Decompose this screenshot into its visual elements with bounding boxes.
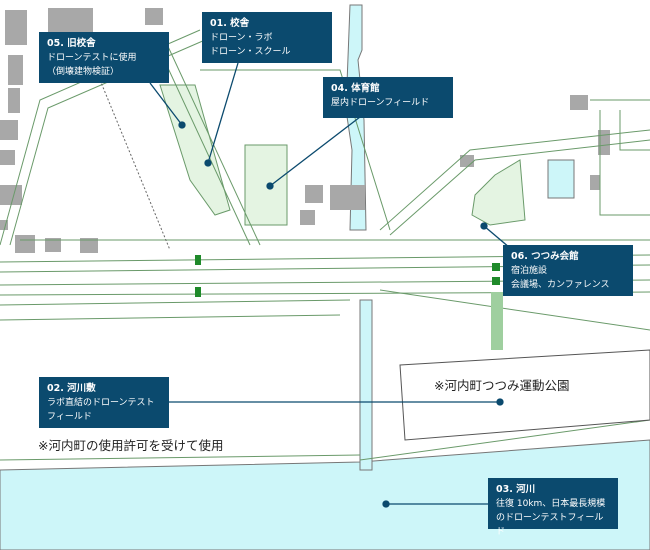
callout-line: ラボ直結のドローンテスト	[47, 398, 155, 408]
callout-gymnasium: 04. 体育館 屋内ドローンフィールド	[323, 77, 453, 118]
gymnasium-building	[244, 144, 288, 226]
park-boundary	[399, 349, 650, 441]
pond	[547, 159, 575, 199]
callout-line: ドローン・スクール	[210, 47, 291, 57]
tsutsumi-hall-building	[471, 159, 526, 226]
callout-line: のドローンテストフィールド	[496, 513, 604, 537]
crossings	[195, 255, 503, 350]
permission-note: ※河内町の使用許可を受けて使用	[38, 438, 224, 453]
dotted-path	[99, 79, 171, 251]
callout-line: ドローン・ラボ	[210, 33, 273, 43]
callout-title: 04. 体育館	[331, 83, 380, 94]
callout-river: 03. 河川 往復 10km、日本最長規模 のドローンテストフィールド	[488, 478, 618, 537]
river-water	[0, 439, 650, 550]
callout-line: フィールド	[47, 412, 92, 422]
callout-line: （倒壊建物検証）	[47, 67, 120, 77]
callout-line: ドローンテストに使用	[47, 53, 137, 63]
callout-old-school: 05. 旧校舎 ドローンテストに使用 （倒壊建物検証）	[39, 32, 169, 83]
callout-title: 06. つつみ会館	[511, 251, 579, 262]
callout-title: 01. 校舎	[210, 18, 250, 29]
callout-school: 01. 校舎 ドローン・ラボ ドローン・スクール	[202, 12, 332, 63]
buildings	[0, 8, 610, 253]
canal-south	[359, 299, 373, 471]
callout-riverbed: 02. 河川敷 ラボ直結のドローンテスト フィールド	[39, 377, 169, 428]
callout-line: 往復 10km、日本最長規模	[496, 499, 606, 509]
callout-title: 05. 旧校舎	[47, 38, 96, 49]
park-label: ※河内町つつみ運動公園	[434, 378, 570, 393]
callout-line: 会議場、カンファレンス	[511, 280, 610, 290]
callout-line: 宿泊施設	[511, 266, 548, 276]
leader-lines	[149, 62, 511, 508]
old-school-building	[159, 84, 231, 216]
callout-tsutsumi-hall: 06. つつみ会館 宿泊施設 会議場、カンファレンス	[503, 245, 633, 296]
callout-title: 02. 河川敷	[47, 383, 96, 394]
callout-title: 03. 河川	[496, 484, 536, 495]
callout-line: 屋内ドローンフィールド	[331, 98, 430, 108]
